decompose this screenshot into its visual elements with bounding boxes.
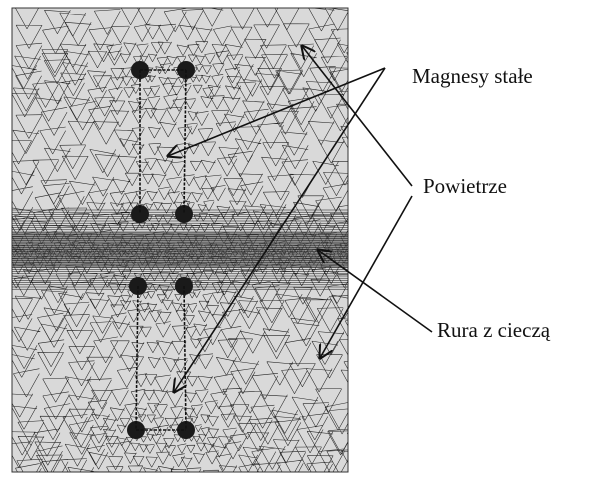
magnet-pole xyxy=(131,205,149,223)
pointer-arrows xyxy=(168,46,433,392)
arrow-air-top xyxy=(302,46,413,187)
pipe-band xyxy=(12,232,348,268)
arrow-pipe xyxy=(318,250,433,333)
permanent-magnets xyxy=(127,61,195,439)
magnet-bar xyxy=(135,285,139,431)
magnet-bar xyxy=(183,69,187,215)
pipe-region xyxy=(12,209,348,290)
label-pipe: Rura z cieczą xyxy=(437,318,551,342)
label-air: Powietrze xyxy=(423,174,507,198)
label-magnets: Magnesy stałe xyxy=(412,64,533,88)
magnet-bar xyxy=(183,285,187,431)
arrow-air-bottom xyxy=(320,195,413,358)
arrow-magnets-top xyxy=(168,67,386,156)
arrow-magnets-bottom xyxy=(174,67,386,392)
